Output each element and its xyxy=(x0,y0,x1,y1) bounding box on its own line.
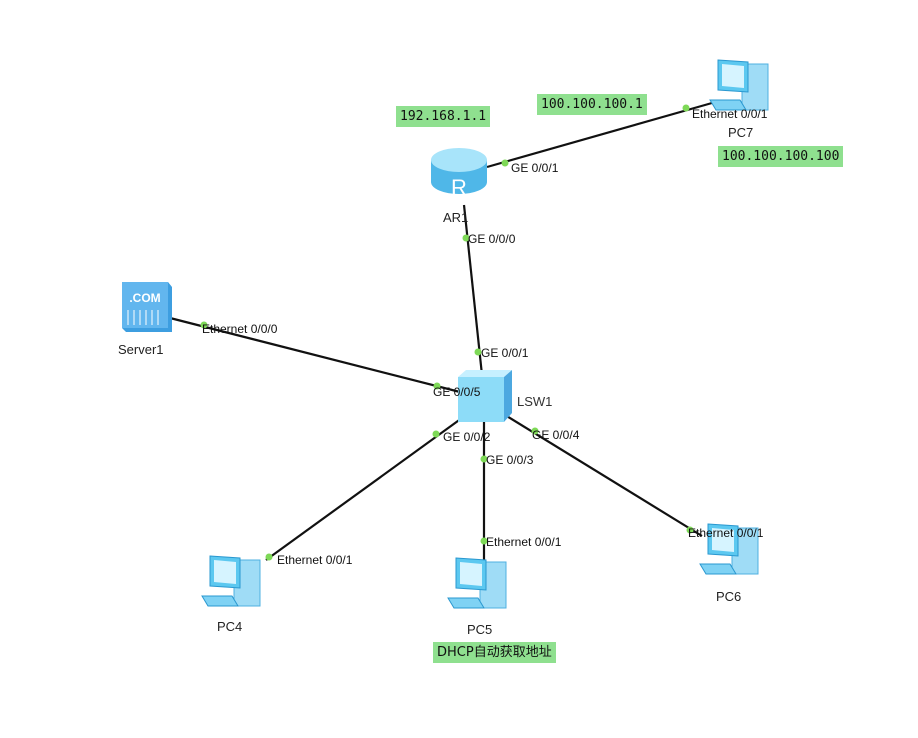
link-ar1-pc7[interactable] xyxy=(486,101,713,169)
device-label-pc5: PC5 xyxy=(467,622,493,637)
port-label: GE 0/0/0 xyxy=(468,232,516,246)
port-label: GE 0/0/5 xyxy=(433,385,481,399)
device-label-server1: Server1 xyxy=(118,342,164,357)
port-label: GE 0/0/3 xyxy=(486,453,534,467)
router-icon[interactable]: R xyxy=(431,148,487,200)
pc-icon[interactable] xyxy=(447,557,507,609)
device-label-ar1: AR1 xyxy=(443,210,469,225)
device-label-pc4: PC4 xyxy=(217,619,243,634)
link-pc6-lsw1[interactable] xyxy=(504,414,703,537)
server-icon[interactable]: .COM xyxy=(122,282,172,332)
port-label: GE 0/0/1 xyxy=(511,161,559,175)
port-dot xyxy=(200,321,208,329)
port-dot xyxy=(433,382,441,390)
port-dot xyxy=(531,427,539,435)
link-pc4-lsw1[interactable] xyxy=(265,417,463,561)
port-dot xyxy=(501,159,509,167)
port-label: Ethernet 0/0/1 xyxy=(692,107,768,121)
port-label: Ethernet 0/0/0 xyxy=(202,322,278,336)
port-label: GE 0/0/4 xyxy=(532,428,580,442)
note-pc7-ip: 100.100.100.100 xyxy=(718,146,844,167)
port-label: GE 0/0/1 xyxy=(481,346,529,360)
port-label: Ethernet 0/0/1 xyxy=(486,535,562,549)
device-label-pc6: PC6 xyxy=(716,589,742,604)
port-dot xyxy=(686,526,694,534)
port-dot xyxy=(474,348,482,356)
port-dot xyxy=(480,455,488,463)
svg-text:R: R xyxy=(451,175,467,200)
note-pc5-dhcp: DHCP自动获取地址 xyxy=(433,642,556,663)
device-label-lsw1: LSW1 xyxy=(517,394,553,409)
pc-icon[interactable] xyxy=(709,59,769,111)
note-lan-gateway: 192.168.1.1 xyxy=(396,106,491,127)
port-dot xyxy=(265,553,273,561)
port-dot xyxy=(682,104,690,112)
port-dot xyxy=(462,234,470,242)
port-label: Ethernet 0/0/1 xyxy=(277,553,353,567)
switch-icon[interactable] xyxy=(458,370,512,422)
device-label-pc7: PC7 xyxy=(728,125,754,140)
port-label: Ethernet 0/0/1 xyxy=(688,526,764,540)
pc-icon[interactable] xyxy=(201,555,261,607)
port-dot xyxy=(432,430,440,438)
link-ar1-lsw1[interactable] xyxy=(462,204,484,376)
link-server1-lsw1[interactable] xyxy=(169,316,461,394)
svg-text:.COM: .COM xyxy=(129,291,160,305)
port-label: GE 0/0/2 xyxy=(443,430,491,444)
note-wan-gateway: 100.100.100.1 xyxy=(537,94,647,115)
port-dot xyxy=(480,537,488,545)
pc-icon[interactable] xyxy=(699,523,759,575)
